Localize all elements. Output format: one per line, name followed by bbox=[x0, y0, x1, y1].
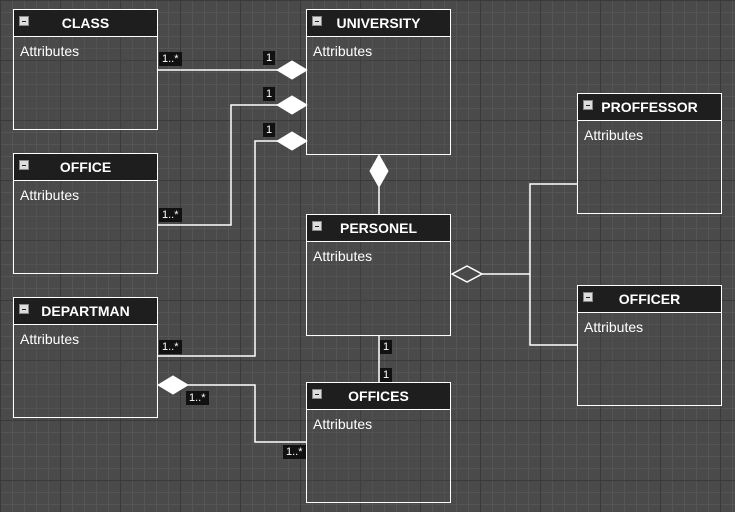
class-header: OFFICER bbox=[578, 286, 721, 313]
composition-diamond-departman bbox=[276, 131, 308, 151]
composition-diamond-office bbox=[276, 95, 308, 115]
multiplicity-label: 1..* bbox=[159, 52, 182, 66]
multiplicity-label: 1 bbox=[263, 123, 276, 137]
class-attributes: Attributes bbox=[313, 248, 373, 264]
class-header: UNIVERSITY bbox=[307, 10, 450, 37]
aggregation-diamond-personel bbox=[450, 265, 484, 283]
class-box-office[interactable]: OFFICE Attributes bbox=[13, 153, 158, 274]
class-box-proffessor[interactable]: PROFFESSOR Attributes bbox=[577, 93, 722, 214]
class-attributes: Attributes bbox=[20, 43, 80, 59]
class-box-departman[interactable]: DEPARTMAN Attributes bbox=[13, 297, 158, 418]
collapse-icon[interactable] bbox=[312, 389, 322, 399]
class-name: CLASS bbox=[61, 15, 110, 31]
edge-proffessor-branch[interactable] bbox=[529, 183, 578, 346]
class-header: OFFICES bbox=[307, 383, 450, 410]
edge-departman-university[interactable] bbox=[158, 140, 278, 357]
class-attributes: Attributes bbox=[313, 416, 373, 432]
multiplicity-label: 1..* bbox=[186, 391, 209, 405]
edge-office-university[interactable] bbox=[158, 104, 278, 226]
collapse-icon[interactable] bbox=[583, 100, 593, 110]
composition-diamond-class bbox=[276, 60, 308, 80]
class-header: OFFICE bbox=[14, 154, 157, 181]
class-attributes: Attributes bbox=[584, 319, 644, 335]
class-header: PERSONEL bbox=[307, 215, 450, 242]
class-box-officer[interactable]: OFFICER Attributes bbox=[577, 285, 722, 406]
class-box-university[interactable]: UNIVERSITY Attributes bbox=[306, 9, 451, 155]
multiplicity-label: 1..* bbox=[159, 340, 182, 354]
multiplicity-label: 1 bbox=[380, 340, 393, 354]
collapse-icon[interactable] bbox=[312, 221, 322, 231]
collapse-icon[interactable] bbox=[312, 16, 322, 26]
collapse-icon[interactable] bbox=[19, 160, 29, 170]
class-attributes: Attributes bbox=[584, 127, 644, 143]
class-name: OFFICER bbox=[618, 291, 681, 307]
class-header: DEPARTMAN bbox=[14, 298, 157, 325]
composition-diamond-personel bbox=[369, 153, 389, 189]
class-box-offices[interactable]: OFFICES Attributes bbox=[306, 382, 451, 503]
class-header: PROFFESSOR bbox=[578, 94, 721, 121]
collapse-icon[interactable] bbox=[19, 304, 29, 314]
multiplicity-label: 1..* bbox=[283, 445, 306, 459]
collapse-icon[interactable] bbox=[583, 292, 593, 302]
class-name: OFFICES bbox=[348, 388, 409, 404]
collapse-icon[interactable] bbox=[19, 16, 29, 26]
class-name: OFFICE bbox=[59, 159, 112, 175]
class-name: UNIVERSITY bbox=[336, 15, 421, 31]
class-attributes: Attributes bbox=[20, 187, 80, 203]
composition-diamond-departman-offices bbox=[157, 375, 189, 395]
class-box-class[interactable]: CLASS Attributes bbox=[13, 9, 158, 130]
class-header: CLASS bbox=[14, 10, 157, 37]
class-name: PERSONEL bbox=[339, 220, 417, 236]
class-attributes: Attributes bbox=[20, 331, 80, 347]
multiplicity-label: 1 bbox=[263, 87, 276, 101]
class-box-personel[interactable]: PERSONEL Attributes bbox=[306, 214, 451, 336]
multiplicity-label: 1 bbox=[263, 51, 276, 65]
multiplicity-label: 1..* bbox=[159, 208, 182, 222]
class-name: DEPARTMAN bbox=[41, 303, 130, 319]
multiplicity-label: 1 bbox=[380, 368, 393, 382]
class-attributes: Attributes bbox=[313, 43, 373, 59]
class-name: PROFFESSOR bbox=[601, 99, 698, 115]
edge-departman-offices[interactable] bbox=[188, 384, 307, 443]
